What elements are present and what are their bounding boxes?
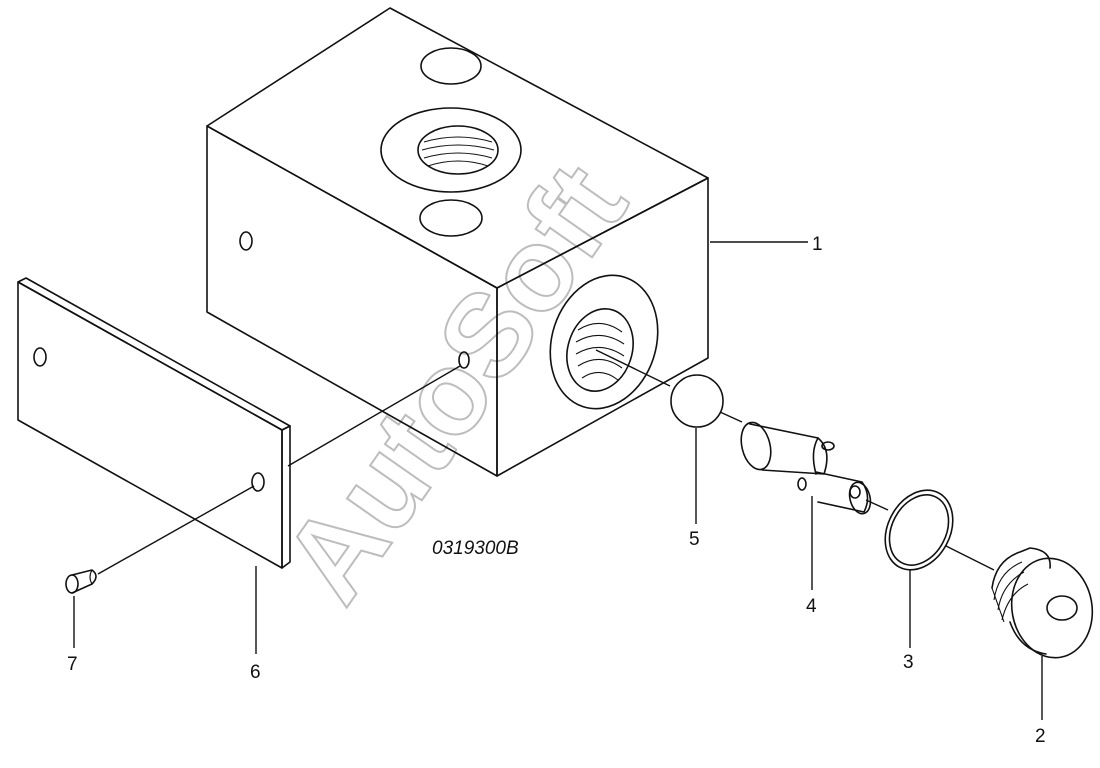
callout-1: 1 xyxy=(812,234,823,255)
callout-2: 2 xyxy=(1035,726,1046,747)
o-ring xyxy=(884,489,954,571)
callout-4: 4 xyxy=(806,596,817,617)
screw xyxy=(65,569,97,594)
cover-plate xyxy=(17,277,291,569)
valve-body-block xyxy=(206,7,709,477)
assembly-lines xyxy=(97,349,995,575)
poppet-spool xyxy=(740,421,872,515)
callout-5: 5 xyxy=(689,529,700,550)
leader-lines xyxy=(73,241,1043,720)
callout-6: 6 xyxy=(250,662,261,683)
ball xyxy=(670,374,724,428)
callout-3: 3 xyxy=(903,652,914,673)
callout-7: 7 xyxy=(67,654,78,675)
drawing-number: 0319300B xyxy=(432,538,519,559)
plug xyxy=(991,547,1094,659)
